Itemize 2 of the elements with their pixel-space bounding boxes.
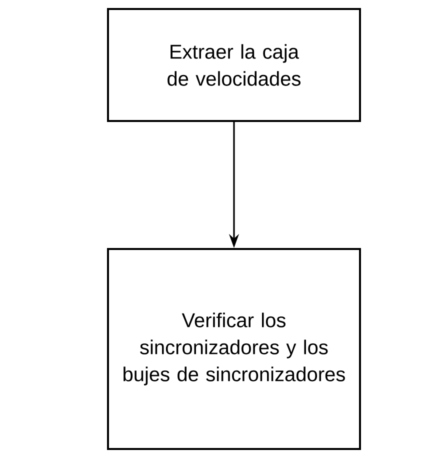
process-box: Verificar los sincronizadores y los bujes de sincronizadores [107, 248, 361, 450]
process-box: Extraer la caja de velocidades [107, 8, 361, 122]
